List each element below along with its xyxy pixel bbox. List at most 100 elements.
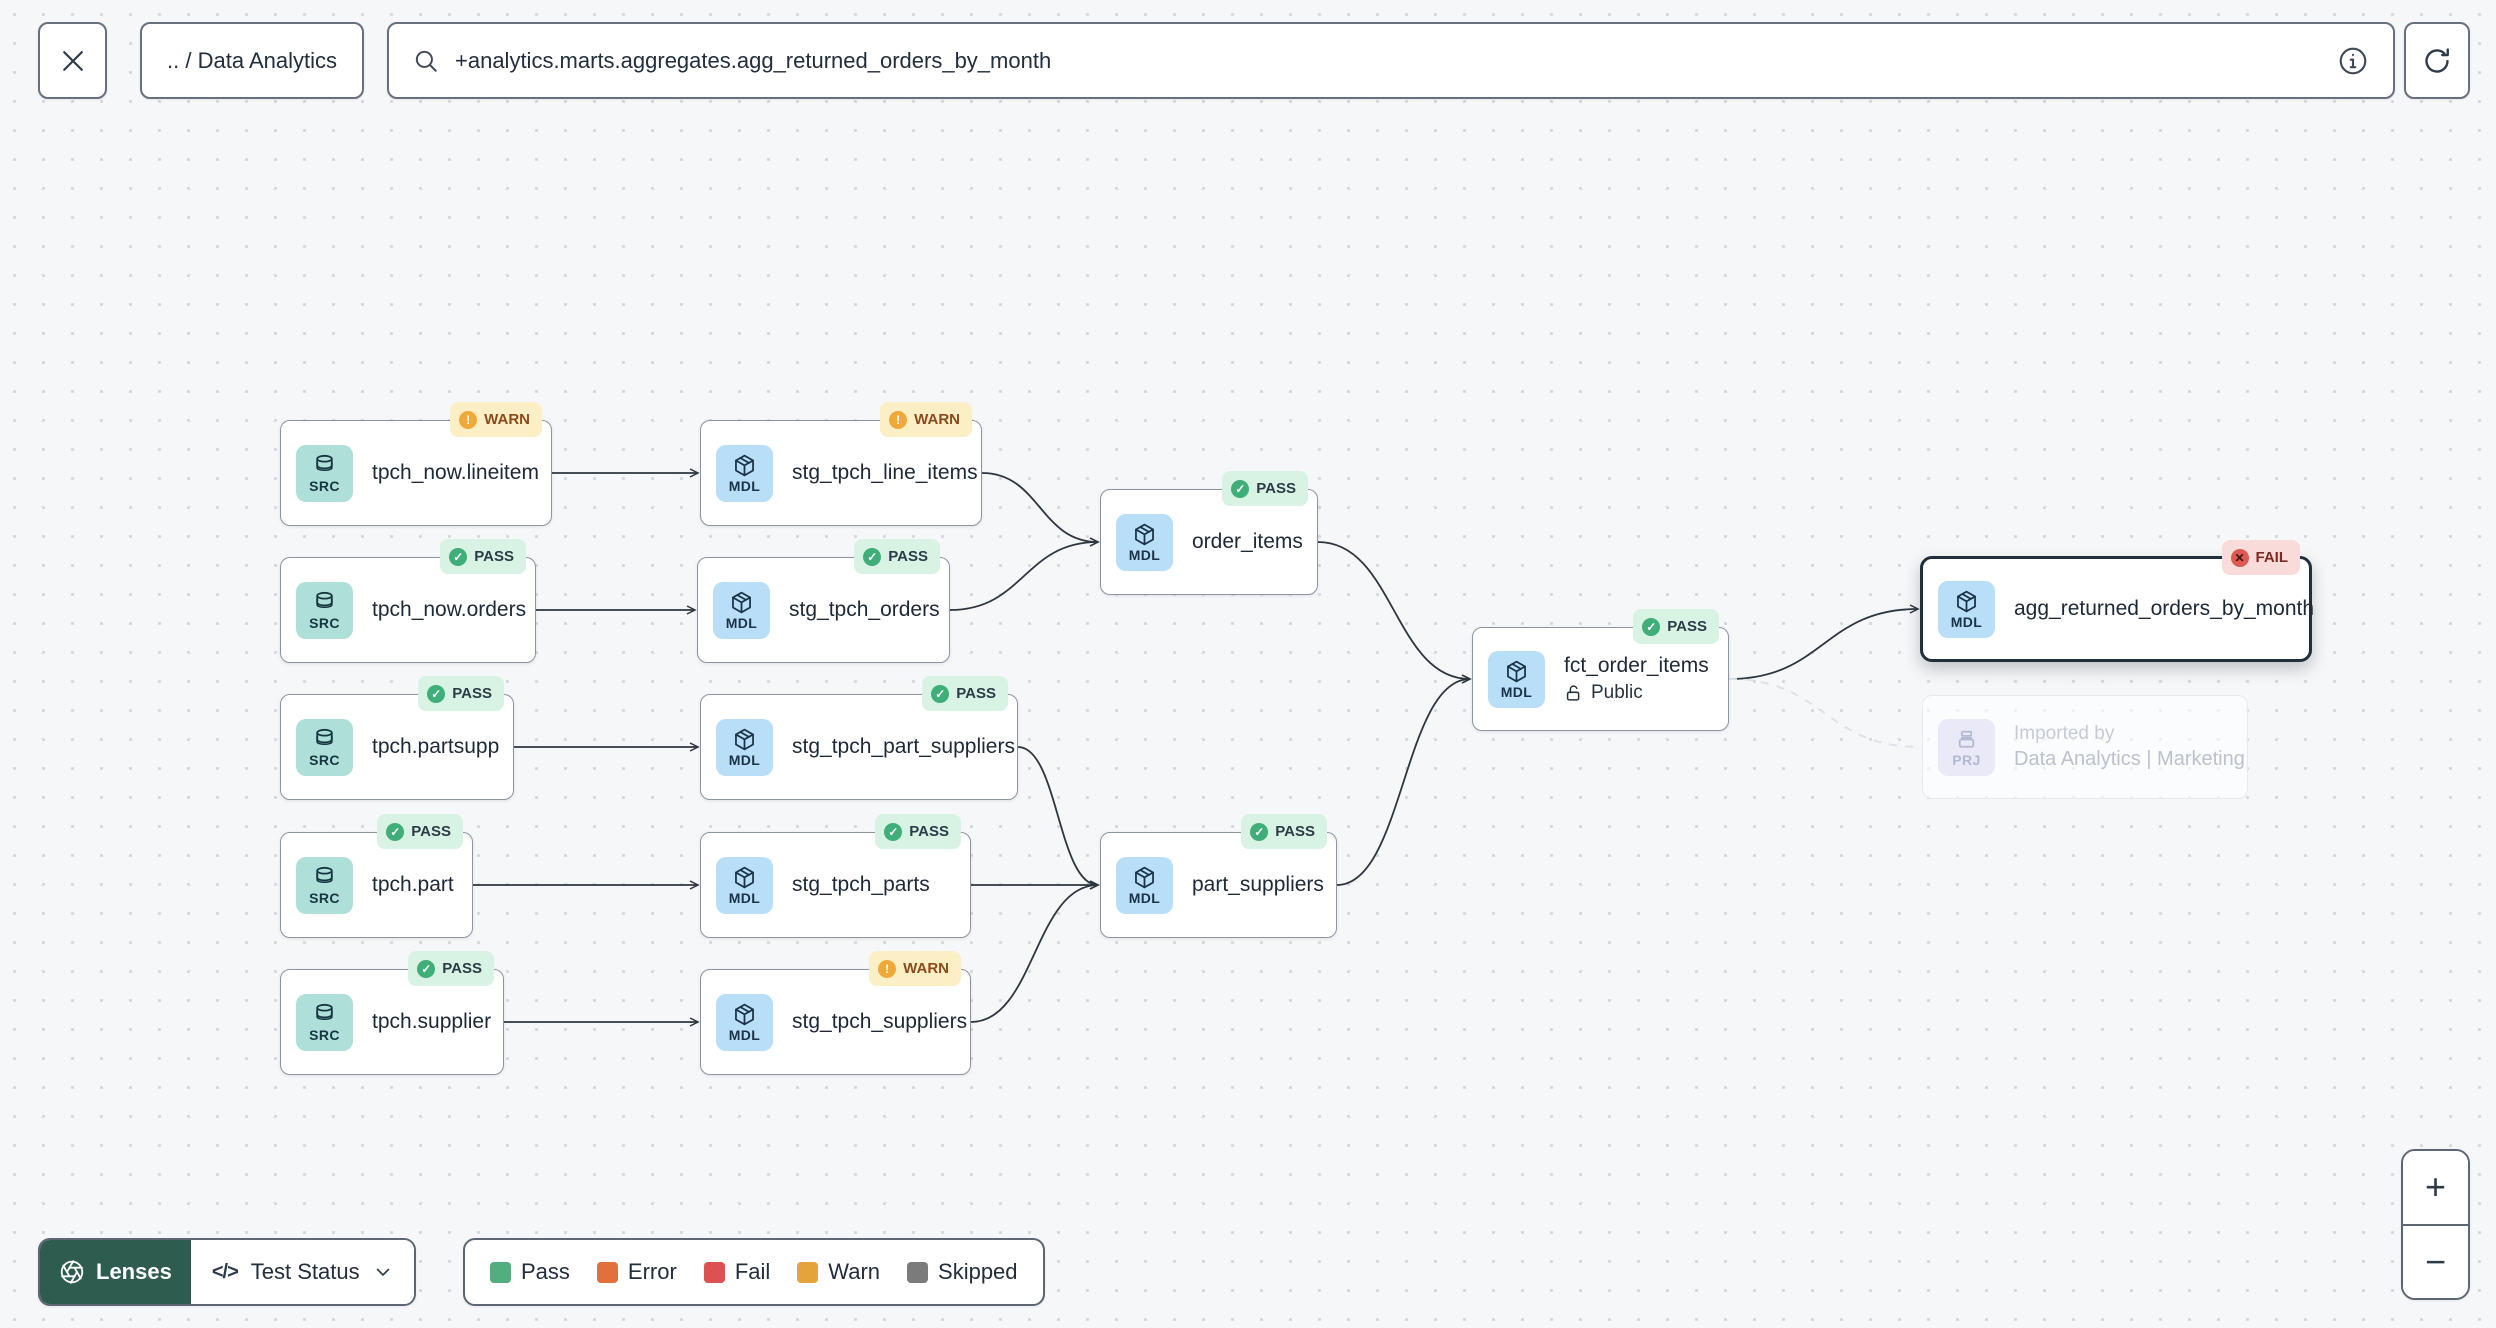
- node-type-icon: MDL: [716, 856, 773, 914]
- legend-label: Error: [627, 1259, 677, 1284]
- status-dot-icon: ✓: [863, 547, 882, 566]
- status-dot-icon: !: [459, 410, 478, 429]
- lenses-label: Lenses: [96, 1259, 172, 1284]
- graph-node-tpch_supplier[interactable]: SRC tpch.supplier ✓PASS: [280, 951, 504, 1075]
- test-status-legend: Pass Error Fail Warn Skipped: [463, 1238, 1045, 1306]
- status-dot-icon: ✓: [1231, 479, 1250, 498]
- status-badge-warn: !WARN: [450, 402, 542, 437]
- node-type-label: MDL: [1128, 889, 1161, 906]
- node-texts: tpch.supplier: [372, 1010, 491, 1034]
- legend-item: Fail: [703, 1259, 771, 1285]
- status-badge-pass: ✓PASS: [875, 814, 961, 849]
- node-type-label: MDL: [728, 889, 761, 906]
- status-dot-icon: ✓: [1642, 617, 1661, 636]
- node-label: stg_tpch_orders: [789, 598, 940, 621]
- status-dot-icon: ✓: [386, 822, 405, 841]
- node-label: tpch.supplier: [372, 1010, 492, 1033]
- node-type-label: SRC: [309, 751, 340, 768]
- node-type-icon: MDL: [716, 718, 773, 776]
- legend-item: Warn: [797, 1259, 880, 1285]
- status-dot-icon: ✓: [931, 684, 950, 703]
- status-dot-icon: ✓: [449, 547, 468, 566]
- node-texts: stg_tpch_parts: [792, 873, 930, 897]
- graph-node-tpch_now_lineitem[interactable]: SRC tpch_now.lineitem !WARN: [280, 402, 552, 526]
- node-label: tpch_now.orders: [372, 598, 527, 621]
- node-texts: tpch_now.orders: [372, 598, 526, 622]
- graph-node-tpch_now_orders[interactable]: SRC tpch_now.orders ✓PASS: [280, 539, 536, 663]
- node-type-label: MDL: [1950, 613, 1983, 630]
- graph-node-part_suppliers[interactable]: MDL part_suppliers ✓PASS: [1100, 814, 1337, 938]
- legend-item: Skipped: [907, 1259, 1018, 1285]
- node-label: agg_returned_orders_by_month: [2014, 597, 2315, 620]
- legend-label: Warn: [828, 1259, 881, 1284]
- node-texts: tpch.partsupp: [372, 735, 499, 759]
- lens-bar: Lenses </> Test Status: [38, 1238, 416, 1306]
- node-type-icon: PRJ: [1938, 718, 1995, 776]
- node-label: stg_tpch_part_suppliers: [792, 735, 1015, 758]
- status-dot-icon: ✕: [2230, 548, 2249, 567]
- edge-order_items-to-fct_order_items: [1317, 541, 1470, 679]
- node-type-icon: MDL: [1116, 856, 1173, 914]
- node-type-icon: MDL: [1116, 513, 1173, 571]
- node-label: fct_order_items: [1564, 654, 1709, 677]
- status-dot-icon: ✓: [417, 959, 436, 978]
- lenses-button[interactable]: Lenses: [40, 1240, 191, 1304]
- node-type-icon: SRC: [296, 856, 353, 914]
- search-input[interactable]: [455, 47, 2321, 74]
- search-bar[interactable]: [387, 22, 2395, 99]
- node-texts: tpch.part: [372, 873, 454, 897]
- node-type-icon: MDL: [716, 993, 773, 1051]
- graph-node-stg_tpch_parts[interactable]: MDL stg_tpch_parts ✓PASS: [700, 814, 971, 938]
- edge-stg_tpch_line_items-to-order_items: [981, 472, 1098, 542]
- node-line: Data Analytics | Marketing: [2014, 748, 2245, 770]
- graph-node-tpch_partsupp[interactable]: SRC tpch.partsupp ✓PASS: [280, 676, 514, 800]
- chevron-down-icon: [373, 1262, 393, 1282]
- lens-selector[interactable]: </> Test Status: [190, 1240, 414, 1304]
- zoom-out-button[interactable]: −: [2403, 1223, 2468, 1298]
- status-badge-warn: !WARN: [869, 951, 961, 986]
- node-label: tpch_now.lineitem: [372, 461, 539, 484]
- node-type-label: MDL: [1128, 546, 1161, 563]
- graph-node-stg_tpch_line_items[interactable]: MDL stg_tpch_line_items !WARN: [700, 402, 982, 526]
- legend-label: Fail: [734, 1259, 771, 1284]
- graph-node-stg_tpch_part_suppliers[interactable]: MDL stg_tpch_part_suppliers ✓PASS: [700, 676, 1018, 800]
- node-label: part_suppliers: [1192, 873, 1324, 896]
- node-type-icon: SRC: [296, 718, 353, 776]
- node-type-icon: SRC: [296, 581, 353, 639]
- node-texts: agg_returned_orders_by_month: [2014, 597, 2314, 621]
- graph-node-agg_returned_orders_by_month[interactable]: MDL agg_returned_orders_by_month ✕FAIL: [1920, 540, 2314, 662]
- legend-swatch: [596, 1261, 618, 1283]
- graph-node-stg_tpch_suppliers[interactable]: MDL stg_tpch_suppliers !WARN: [700, 951, 971, 1075]
- node-type-label: SRC: [309, 614, 340, 631]
- node-type-label: PRJ: [1952, 751, 1981, 768]
- node-type-label: MDL: [1500, 683, 1533, 700]
- zoom-in-button[interactable]: +: [2403, 1151, 2468, 1224]
- breadcrumb[interactable]: .. / Data Analytics: [140, 22, 364, 99]
- graph-node-order_items[interactable]: MDL order_items ✓PASS: [1100, 471, 1318, 595]
- node-type-icon: MDL: [713, 581, 770, 639]
- status-dot-icon: ✓: [427, 684, 446, 703]
- node-type-icon: MDL: [716, 444, 773, 502]
- graph-node-tpch_part[interactable]: SRC tpch.part ✓PASS: [280, 814, 473, 938]
- refresh-button[interactable]: [2404, 22, 2470, 99]
- status-badge-pass: ✓PASS: [922, 676, 1008, 711]
- node-texts: stg_tpch_line_items: [792, 461, 978, 485]
- graph-node-stg_tpch_orders[interactable]: MDL stg_tpch_orders ✓PASS: [697, 539, 950, 663]
- node-type-label: MDL: [728, 1026, 761, 1043]
- status-badge-fail: ✕FAIL: [2221, 540, 2300, 575]
- legend-label: Pass: [521, 1259, 570, 1284]
- node-type-label: SRC: [309, 477, 340, 494]
- node-texts: stg_tpch_part_suppliers: [792, 735, 1015, 759]
- status-badge-pass: ✓PASS: [1222, 471, 1308, 506]
- legend-swatch: [490, 1261, 511, 1283]
- lens-selector-label: Test Status: [250, 1259, 360, 1284]
- close-button[interactable]: [38, 22, 107, 99]
- aperture-icon: [59, 1259, 85, 1285]
- node-texts: part_suppliers: [1192, 873, 1324, 897]
- edge-stg_tpch_part_suppliers-to-part_suppliers: [1017, 746, 1098, 885]
- status-badge-pass: ✓PASS: [1633, 609, 1719, 644]
